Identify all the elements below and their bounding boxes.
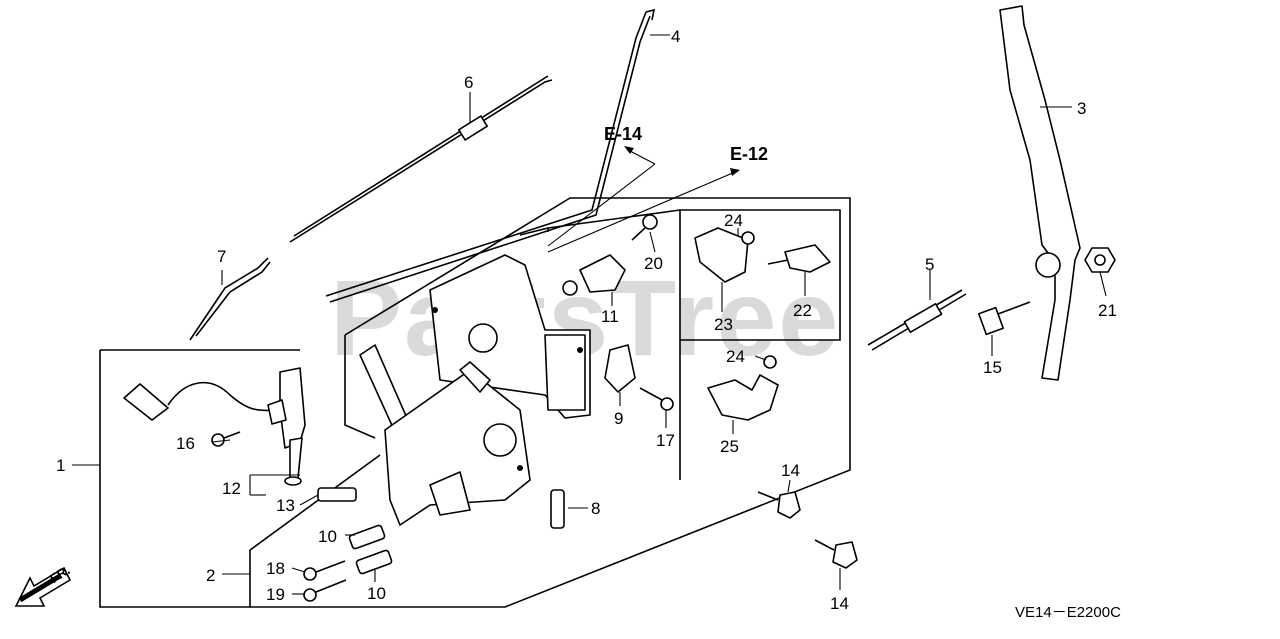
callout-20: 20 xyxy=(644,254,663,273)
callout-14b: 14 xyxy=(830,594,849,613)
callout-12: 12 xyxy=(222,479,241,498)
callout-16: 16 xyxy=(176,434,195,453)
right-lever-parts xyxy=(757,5,1116,569)
callout-23: 23 xyxy=(714,315,733,334)
front-direction-arrow: FR. xyxy=(14,562,73,607)
callout-13: 13 xyxy=(276,496,295,515)
callout-18: 18 xyxy=(266,559,285,578)
control-rods xyxy=(189,8,967,351)
callout-10b: 10 xyxy=(367,584,386,603)
callout-6: 6 xyxy=(464,73,473,92)
callout-8: 8 xyxy=(591,499,600,518)
callout-labels: 1 2 3 4 5 6 7 8 9 10 10 11 12 13 14 14 1… xyxy=(56,27,1117,613)
leader-lines xyxy=(72,34,1107,595)
callout-10a: 10 xyxy=(318,527,337,546)
callout-2: 2 xyxy=(206,566,215,585)
right-box-parts xyxy=(694,227,831,421)
callout-7: 7 xyxy=(217,247,226,266)
callout-24b: 24 xyxy=(726,347,745,366)
callout-21: 21 xyxy=(1098,301,1117,320)
callout-11: 11 xyxy=(601,307,619,326)
callout-22: 22 xyxy=(793,301,812,320)
callout-9: 9 xyxy=(614,409,623,428)
callout-25: 25 xyxy=(720,437,739,456)
callout-14a: 14 xyxy=(781,461,800,480)
control-plate xyxy=(359,254,591,526)
callout-17: 17 xyxy=(656,431,675,450)
ref-e14: E-14 xyxy=(604,124,642,144)
callout-4: 4 xyxy=(671,27,680,46)
callout-19: 19 xyxy=(266,585,285,604)
reference-arrows xyxy=(547,146,740,253)
callout-3: 3 xyxy=(1077,99,1086,118)
springs-and-screws xyxy=(303,489,565,602)
callout-15: 15 xyxy=(983,358,1002,377)
callout-24a: 24 xyxy=(724,211,743,230)
callout-5: 5 xyxy=(925,255,934,274)
ref-e12: E-12 xyxy=(730,144,768,164)
center-fittings xyxy=(562,214,674,411)
choke-assembly xyxy=(123,367,357,502)
assembly-frame xyxy=(99,197,851,608)
diagram-code: VE14－E2200C xyxy=(1015,604,1121,621)
callout-1: 1 xyxy=(56,456,65,475)
